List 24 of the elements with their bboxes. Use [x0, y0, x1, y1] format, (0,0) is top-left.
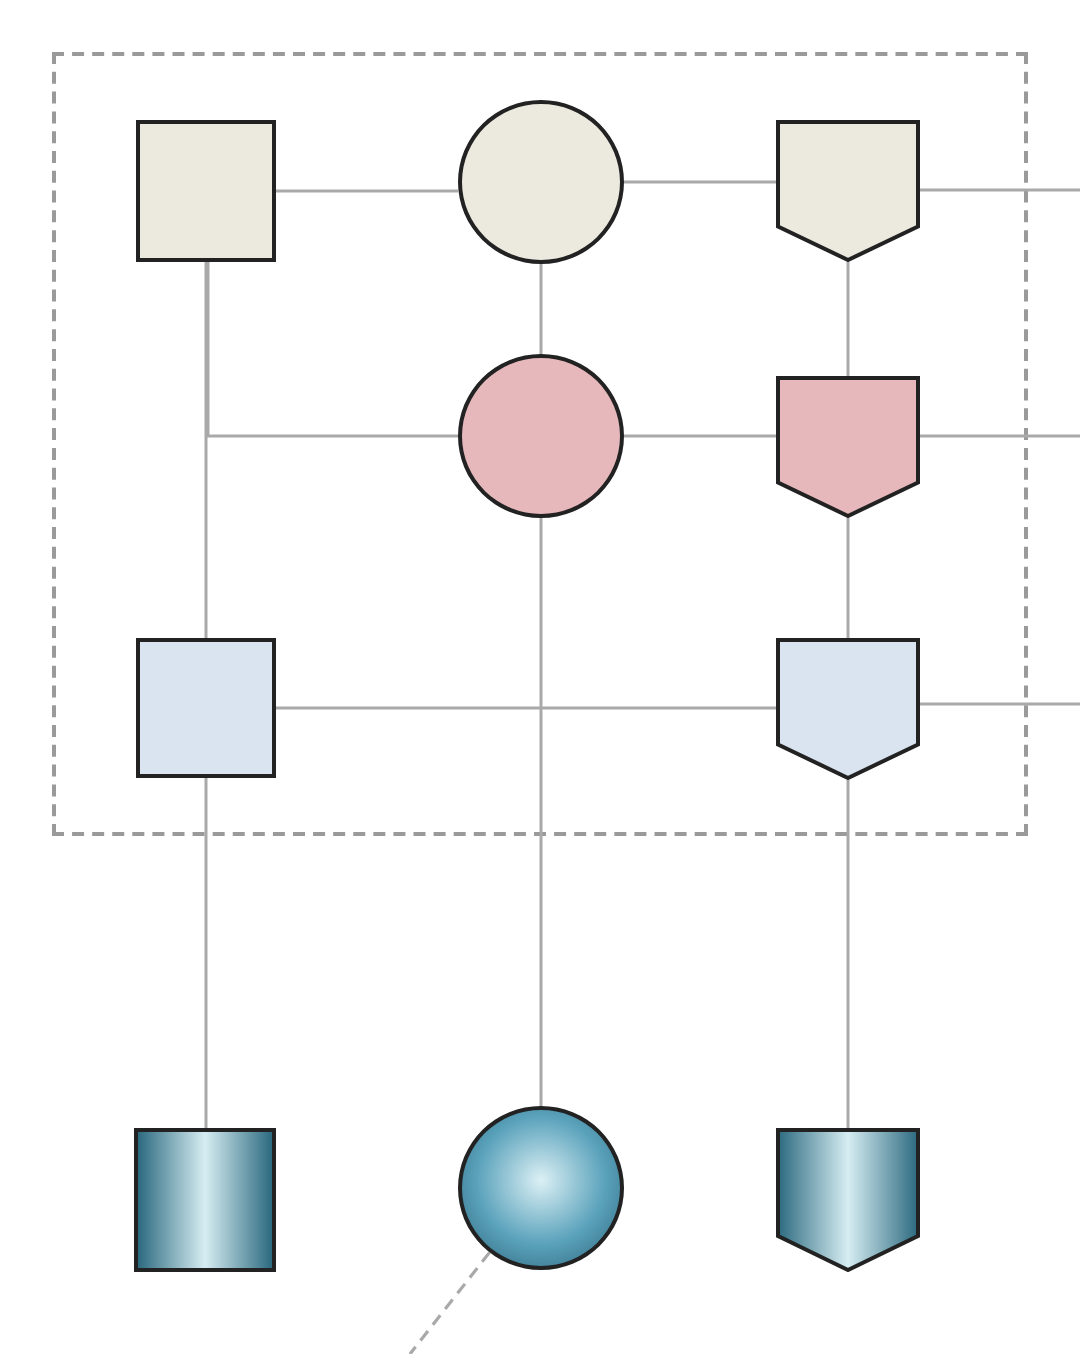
connector-line — [920, 702, 1080, 706]
square-shape — [136, 120, 276, 262]
connector-line — [920, 188, 1080, 192]
connector-line — [276, 189, 458, 193]
connector-line — [204, 262, 208, 638]
connector-line — [846, 262, 850, 376]
pentagon-shape — [776, 120, 920, 262]
dashed-connector-line — [408, 1251, 491, 1354]
connector-line — [206, 262, 458, 438]
square-shape — [134, 1128, 276, 1272]
connector-line — [920, 434, 1080, 438]
pentagon-shape — [776, 1128, 920, 1272]
connector-line — [204, 778, 208, 1128]
connector-line — [846, 780, 850, 1128]
dashed-group-frame — [52, 52, 1028, 836]
pentagon-shape — [776, 638, 920, 780]
connector-line — [539, 264, 543, 354]
connector-line — [846, 518, 850, 638]
pentagon-shape — [776, 376, 920, 518]
connector-line — [624, 434, 776, 438]
connector-line — [624, 180, 776, 184]
square-shape — [136, 638, 276, 778]
connector-line — [539, 518, 543, 1106]
connector-line — [276, 706, 776, 710]
